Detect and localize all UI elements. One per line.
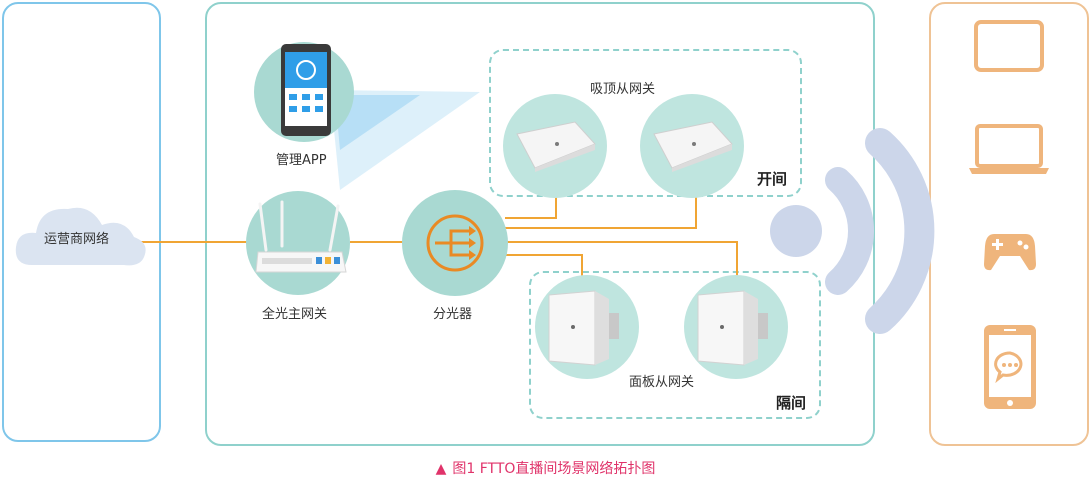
link-splitter-panel2 — [505, 241, 738, 276]
link-splitter-ap1 — [505, 192, 557, 219]
open-area-label: 开间 — [757, 170, 788, 188]
tablet-icon — [974, 20, 1044, 72]
gamepad-icon — [984, 234, 1036, 271]
operator-network-panel — [2, 2, 161, 442]
link-splitter-panel1 — [505, 254, 583, 276]
ceiling-gateway-group — [489, 49, 802, 197]
laptop-icon — [969, 124, 1049, 174]
ceiling-gateway-label: 吸顶从网关 — [590, 82, 656, 97]
operator-network-label: 运营商网络 — [44, 232, 110, 247]
smartphone-chat-icon — [984, 325, 1036, 409]
link-splitter-ap2 — [505, 192, 697, 229]
caption-marker: ▲ — [435, 461, 447, 477]
ceiling-ap-icon — [516, 121, 596, 172]
splitter-icon — [426, 214, 484, 272]
ftto-network-panel — [205, 2, 875, 446]
panel-ap-icon — [697, 290, 768, 366]
figure-caption: ▲ 图1 FTTO直播间场景网络拓扑图 — [0, 458, 1091, 478]
splitter-label: 分光器 — [433, 307, 473, 322]
panel-gateway-group — [529, 271, 821, 419]
panel-gateway-label: 面板从网关 — [629, 375, 695, 390]
router-icon — [255, 200, 347, 273]
partition-area-label: 隔间 — [776, 394, 807, 412]
panel-ap-icon — [548, 290, 619, 366]
caption-text: 图1 FTTO直播间场景网络拓扑图 — [452, 461, 656, 477]
main-gateway-label: 全光主网关 — [262, 307, 328, 322]
cloud-icon — [15, 207, 146, 266]
app-label: 管理APP — [276, 153, 327, 168]
smartphone-app-icon — [281, 44, 331, 136]
ceiling-ap-icon — [653, 121, 733, 172]
wifi-signal-icon — [770, 128, 935, 334]
